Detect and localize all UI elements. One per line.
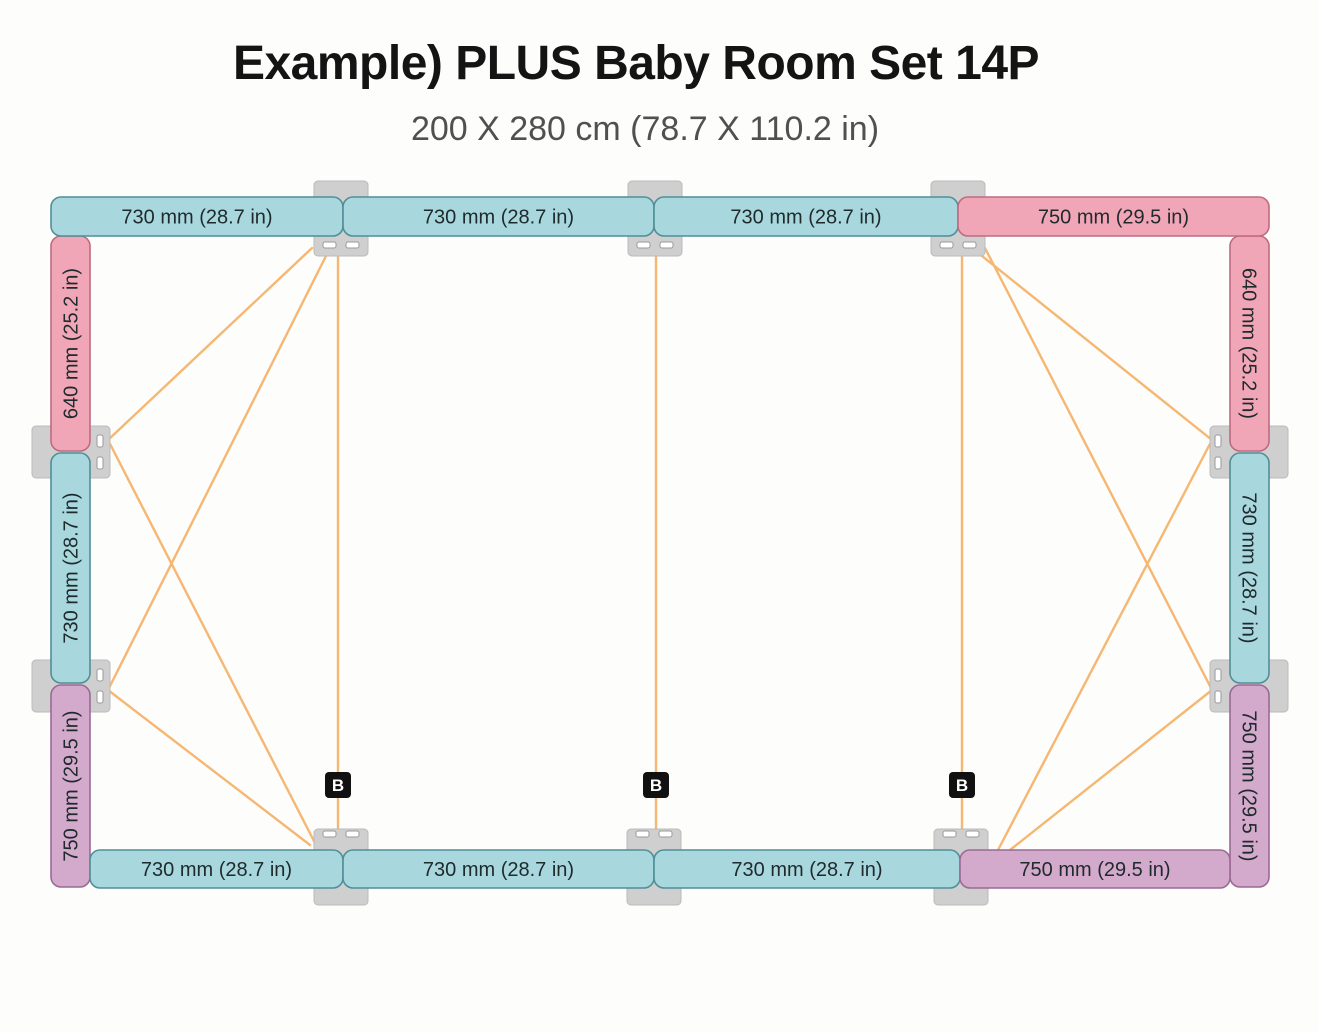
panel-top-4-label: 750 mm (29.5 in) bbox=[1038, 207, 1189, 229]
panel-right-1: 640 mm (25.2 in) bbox=[1229, 235, 1270, 452]
panel-top-2: 730 mm (28.7 in) bbox=[342, 196, 655, 237]
b-badge-3-label: B bbox=[956, 776, 968, 795]
panel-bottom-4-label: 750 mm (29.5 in) bbox=[1019, 859, 1170, 881]
page-subtitle: 200 X 280 cm (78.7 X 110.2 in) bbox=[410, 110, 880, 148]
b-badge-2-label: B bbox=[650, 776, 662, 795]
panel-left-3: 750 mm (29.5 in) bbox=[50, 684, 91, 888]
panel-bottom-2: 730 mm (28.7 in) bbox=[342, 849, 655, 889]
panel-top-1-label: 730 mm (28.7 in) bbox=[121, 207, 272, 229]
b-badge-1-label: B bbox=[332, 776, 344, 795]
panel-right-1-label: 640 mm (25.2 in) bbox=[1238, 268, 1260, 419]
panel-bottom-1: 730 mm (28.7 in) bbox=[89, 849, 344, 889]
page-title: Example) PLUS Baby Room Set 14P bbox=[232, 37, 1040, 90]
panel-left-2-label: 730 mm (28.7 in) bbox=[61, 492, 83, 643]
cable-line-10 bbox=[996, 438, 1214, 852]
panel-top-1: 730 mm (28.7 in) bbox=[50, 196, 344, 237]
panel-left-3-label: 750 mm (29.5 in) bbox=[61, 710, 83, 861]
panel-top-3-label: 730 mm (28.7 in) bbox=[730, 207, 881, 229]
fence-panels: 640 mm (25.2 in) 730 mm (28.7 in) 750 mm (… bbox=[50, 196, 1270, 889]
panel-bottom-2-label: 730 mm (28.7 in) bbox=[423, 859, 574, 881]
cable-line-9 bbox=[106, 688, 312, 847]
panel-right-2: 730 mm (28.7 in) bbox=[1229, 452, 1270, 684]
cable-line-8 bbox=[106, 438, 318, 847]
panel-top-2-label: 730 mm (28.7 in) bbox=[423, 207, 574, 229]
panel-left-1: 640 mm (25.2 in) bbox=[50, 235, 91, 452]
cable-line-1 bbox=[106, 246, 314, 442]
panel-right-2-label: 730 mm (28.7 in) bbox=[1238, 492, 1260, 643]
panel-left-2: 730 mm (28.7 in) bbox=[50, 452, 91, 684]
b-badge-3: B bbox=[949, 772, 975, 798]
panel-bottom-3-label: 730 mm (28.7 in) bbox=[731, 859, 882, 881]
cable-line-7 bbox=[983, 246, 1214, 692]
b-badge-2: B bbox=[643, 772, 669, 798]
panel-right-3-label: 750 mm (29.5 in) bbox=[1238, 710, 1260, 861]
panel-top-3: 730 mm (28.7 in) bbox=[653, 196, 959, 237]
b-badge-1: B bbox=[325, 772, 351, 798]
cable-line-2 bbox=[106, 246, 332, 692]
panel-bottom-3: 730 mm (28.7 in) bbox=[653, 849, 961, 889]
panel-left-1-label: 640 mm (25.2 in) bbox=[61, 268, 83, 419]
support-cables bbox=[106, 246, 1214, 852]
panel-bottom-1-label: 730 mm (28.7 in) bbox=[141, 859, 292, 881]
cable-line-6 bbox=[970, 246, 1214, 442]
panel-bottom-4: 750 mm (29.5 in) bbox=[959, 849, 1231, 889]
panel-top-4: 750 mm (29.5 in) bbox=[957, 196, 1270, 237]
cable-line-11 bbox=[1008, 688, 1214, 852]
panel-right-3: 750 mm (29.5 in) bbox=[1229, 684, 1270, 888]
